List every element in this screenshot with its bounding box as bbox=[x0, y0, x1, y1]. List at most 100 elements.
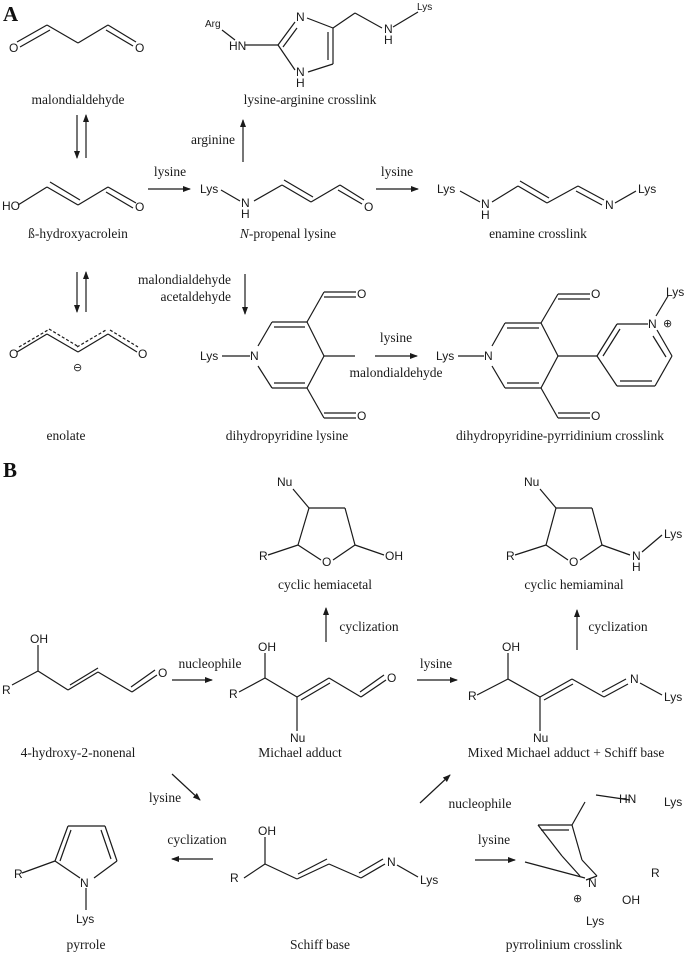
compound-label-pyrrolinium: pyrrolinium crosslink bbox=[505, 937, 623, 952]
reagent-cyclization: cyclization bbox=[167, 832, 227, 847]
atom-n: N bbox=[296, 10, 305, 24]
reagent-acetaldehyde: acetaldehyde bbox=[160, 289, 231, 304]
atom-lys: Lys bbox=[436, 349, 455, 363]
reagent-nucleophile: nucleophile bbox=[448, 796, 512, 811]
atom-o: O bbox=[357, 287, 367, 301]
atom-lys: Lys bbox=[638, 182, 657, 196]
label-rest: -propenal lysine bbox=[248, 226, 337, 241]
atom-n: N bbox=[484, 349, 493, 363]
atom-hn: HN bbox=[619, 792, 637, 806]
compound-label-hydroxyacrolein: ß-hydroxyacrolein bbox=[28, 226, 128, 241]
reagent-nucleophile: nucleophile bbox=[178, 656, 242, 671]
reagent-lysine: lysine bbox=[477, 832, 511, 847]
schiff-base-structure bbox=[243, 837, 419, 880]
atom-n: N bbox=[387, 855, 396, 869]
hydroxyacrolein-structure bbox=[17, 181, 137, 209]
atom-o: O bbox=[591, 287, 601, 301]
compound-label-cyclic-hemiacetal: cyclic hemiacetal bbox=[277, 577, 373, 592]
atom-o: O bbox=[9, 347, 19, 361]
atom-nu: Nu bbox=[277, 475, 293, 489]
reagent-lysine: lysine bbox=[419, 656, 453, 671]
negative-charge-icon: ⊖ bbox=[73, 361, 83, 374]
compound-label-malondialdehyde: malondialdehyde bbox=[31, 92, 125, 107]
atom-oh: OH bbox=[30, 632, 48, 646]
atom-n: N bbox=[241, 196, 250, 210]
atom-lys: Lys bbox=[666, 285, 685, 299]
atom-r: R bbox=[468, 689, 477, 703]
compound-label-dhp-pyridinium: dihydropyridine-pyrridinium crosslink bbox=[455, 428, 665, 443]
atom-lys: Lys bbox=[437, 182, 456, 196]
atom-o: O bbox=[569, 555, 579, 569]
panel-label-b: B bbox=[3, 458, 18, 482]
atom-h: H bbox=[481, 208, 490, 222]
atom-n: N bbox=[588, 876, 597, 890]
reagent-lysine: lysine bbox=[380, 164, 414, 179]
atom-o: O bbox=[387, 671, 397, 685]
atom-r: R bbox=[229, 687, 238, 701]
atom-n: N bbox=[605, 198, 614, 212]
michael-adduct-structure bbox=[238, 653, 387, 731]
reagent-malondialdehyde: malondialdehyde bbox=[138, 272, 231, 287]
atom-ho: HO bbox=[2, 199, 20, 213]
atom-oh: OH bbox=[258, 824, 276, 838]
reagent-lysine: lysine bbox=[153, 164, 187, 179]
atom-lys: Lys bbox=[420, 873, 439, 887]
atom-n: N bbox=[250, 349, 259, 363]
atom-nu: Nu bbox=[533, 731, 549, 745]
atom-h: H bbox=[632, 560, 641, 574]
compound-label-mixed-adduct: Mixed Michael adduct + Schiff base bbox=[467, 745, 665, 760]
compound-label-cyclic-hemiaminal: cyclic hemiaminal bbox=[524, 577, 624, 592]
atom-o: O bbox=[135, 41, 145, 55]
compound-label-schiff-base: Schiff base bbox=[289, 937, 351, 952]
atom-h: H bbox=[241, 207, 250, 221]
lysine-arginine-crosslink-structure bbox=[221, 11, 419, 73]
atom-o: O bbox=[364, 200, 374, 214]
atom-nu: Nu bbox=[524, 475, 540, 489]
atom-o: O bbox=[591, 409, 601, 423]
atom-oh: OH bbox=[385, 549, 403, 563]
atom-lys: Lys bbox=[200, 349, 219, 363]
atom-n: N bbox=[296, 65, 305, 79]
compound-label-enamine: enamine crosslink bbox=[489, 226, 587, 241]
atom-hn: HN bbox=[229, 39, 247, 53]
atom-oh: OH bbox=[622, 893, 640, 907]
dihydropyridine-pyridinium-structure bbox=[458, 293, 673, 419]
atom-o: O bbox=[158, 666, 168, 680]
compound-label-dihydropyridine: dihydropyridine lysine bbox=[225, 428, 349, 443]
atom-o: O bbox=[322, 555, 332, 569]
atom-n: N bbox=[632, 549, 641, 563]
atom-r: R bbox=[14, 867, 23, 881]
pyrrole-structure bbox=[21, 825, 118, 910]
atom-r: R bbox=[651, 866, 660, 880]
atom-n: N bbox=[481, 197, 490, 211]
atom-o: O bbox=[9, 41, 19, 55]
compound-label-michael-adduct: Michael adduct bbox=[258, 745, 342, 760]
atom-n: N bbox=[648, 317, 657, 331]
reagent-cyclization: cyclization bbox=[339, 619, 399, 634]
atom-lys: Lys bbox=[200, 182, 219, 196]
positive-charge-icon: ⊕ bbox=[573, 892, 583, 905]
atom-o: O bbox=[138, 347, 148, 361]
atom-lys: Lys bbox=[664, 527, 683, 541]
atom-n: N bbox=[630, 672, 639, 686]
reagent-lysine: lysine bbox=[379, 330, 413, 345]
atom-oh: OH bbox=[258, 640, 276, 654]
reagent-arginine: arginine bbox=[191, 132, 235, 147]
reagent-malondialdehyde: malondialdehyde bbox=[349, 365, 443, 380]
compound-label-hne: 4-hydroxy-2-nonenal bbox=[20, 745, 136, 760]
dihydropyridine-lysine-structure bbox=[222, 291, 356, 419]
atom-o: O bbox=[357, 409, 367, 423]
malondialdehyde-structure bbox=[16, 24, 137, 48]
atom-lys: Lys bbox=[76, 912, 95, 926]
cyclic-hemiaminal-structure bbox=[514, 488, 663, 561]
cyclic-hemiacetal-structure bbox=[267, 488, 385, 561]
atom-lys: Lys bbox=[586, 914, 605, 928]
panel-label-a: A bbox=[3, 2, 19, 26]
atom-lys: Lys bbox=[664, 690, 683, 704]
atom-r: R bbox=[259, 549, 268, 563]
mixed-adduct-structure bbox=[476, 653, 663, 731]
compound-label-enolate: enolate bbox=[46, 428, 86, 443]
n-propenal-lysine-structure bbox=[220, 179, 365, 205]
